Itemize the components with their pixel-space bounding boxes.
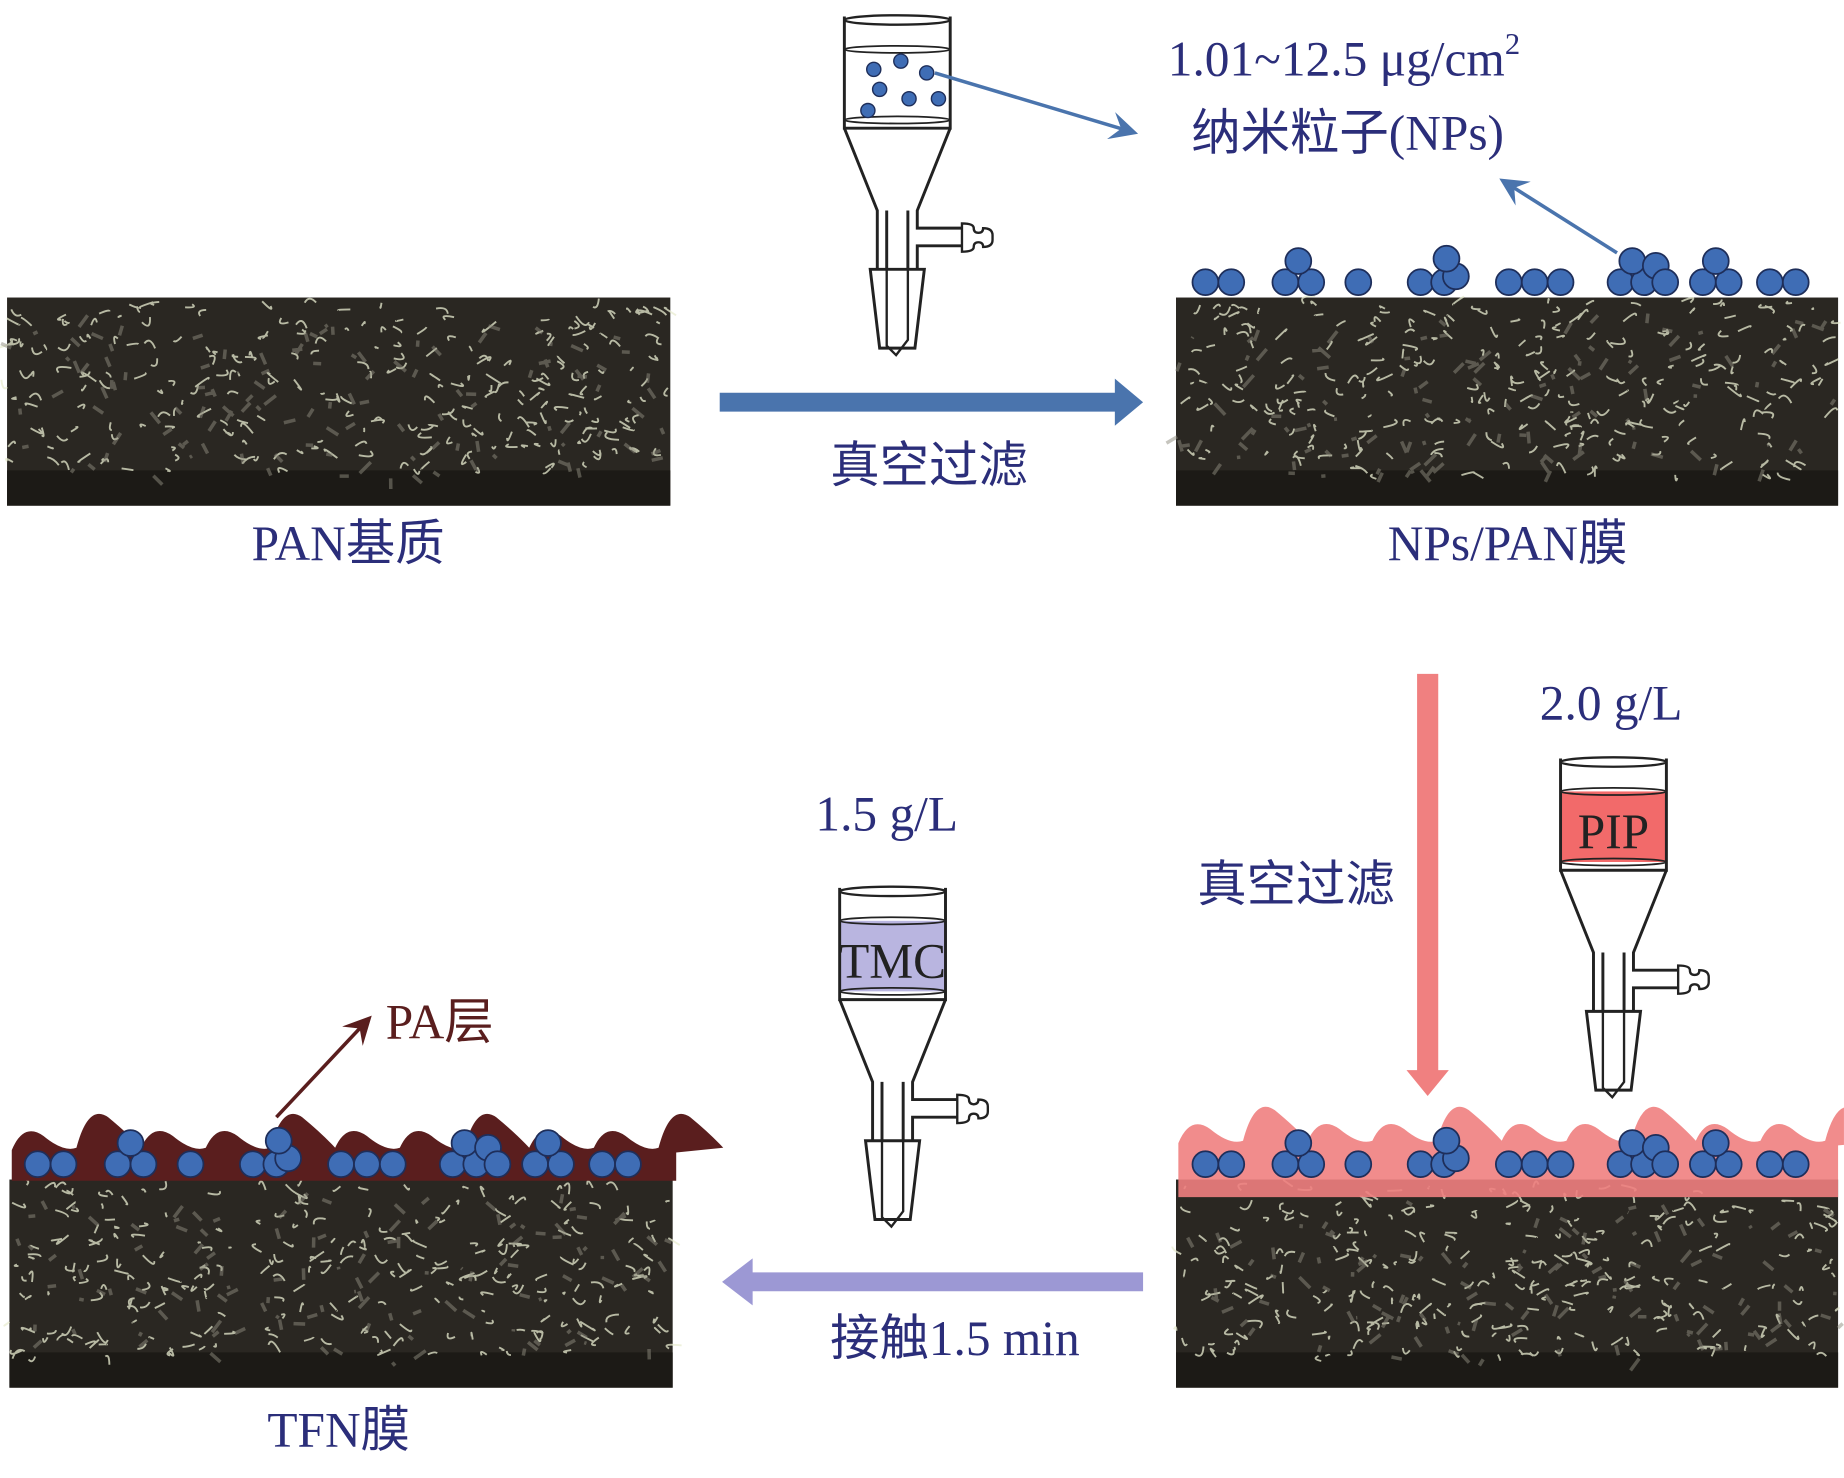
nanoparticle [378,1150,407,1179]
arrow-vacuum-filtration-1 [719,378,1144,426]
nanoparticle [614,1150,642,1179]
nanoparticle [1297,1150,1326,1179]
label-step-vacuum-filtration-1: 真空过滤 [830,438,1028,493]
pointer-arrow-np-label [934,71,1139,140]
membrane-nps-pan [1165,295,1841,506]
funnel-pip-solution: PIP [1559,756,1710,1099]
funnel-np-suspension [842,14,994,357]
nanoparticles-pip-coated [1191,1126,1810,1179]
nanoparticle [1284,1129,1313,1157]
nanoparticle [1406,268,1435,297]
nanoparticle [871,81,888,98]
funnel-pip-solution-label: PIP [1578,804,1649,859]
nanoparticle [1781,268,1810,297]
nanoparticle [860,102,876,119]
label-pa-layer: PA层 [386,994,494,1049]
label-step-contact: 接触1.5 min [830,1311,1080,1366]
nanoparticles-tfn [23,1126,642,1179]
pointer-arrow-pa-layer [275,1015,372,1119]
nanoparticle [450,1129,479,1157]
nanoparticle [264,1126,293,1155]
nanoparticle [1432,1126,1461,1155]
nanoparticle [1284,247,1313,275]
nanoparticle [930,91,947,107]
label-tmc-concentration: 1.5 g/L [815,786,958,841]
membrane-pip-coated [1171,1179,1844,1388]
nanoparticle [1714,268,1743,297]
nanoparticle [918,65,935,81]
nanoparticle [1217,1150,1246,1179]
nanoparticle [588,1150,616,1179]
nanoparticle [1406,1150,1435,1179]
membrane-pan-substrate [0,297,677,506]
nanoparticle [1756,1150,1784,1179]
nanoparticle [893,53,909,69]
nanoparticle [353,1150,381,1179]
nanoparticle [1756,268,1784,297]
nanoparticle [1651,268,1680,297]
nanoparticle [1651,1150,1680,1179]
nanoparticle [239,1150,267,1179]
nanoparticle [23,1150,52,1179]
nanoparticle [1618,1129,1647,1157]
nanoparticle [1191,1150,1220,1179]
arrow-vacuum-filtration-2 [1406,673,1449,1097]
pointer-arrow-np-surface [1499,178,1618,255]
nanoparticle [483,1150,512,1179]
nanoparticle [901,91,917,107]
label-tfn-membrane: TFN膜 [267,1402,410,1457]
nanoparticles-nps-pan [1191,244,1810,297]
nanoparticle [1546,268,1575,297]
nanoparticle [547,1150,575,1179]
nanoparticle [1191,268,1220,297]
nanoparticle [1546,1150,1575,1179]
membrane-tfn [3,1176,682,1388]
nanoparticle [129,1150,158,1179]
nanoparticle [1494,1150,1523,1179]
nanoparticle [49,1150,78,1179]
nanoparticle [866,61,882,78]
nanoparticle [176,1150,205,1179]
funnel-tmc-solution: TMC [838,885,990,1229]
nanoparticle [1344,1150,1373,1179]
label-pan-substrate: PAN基质 [252,516,445,571]
label-nanoparticles: 纳米粒子(NPs) [1191,105,1504,160]
nanoparticle [1618,247,1647,275]
nanoparticle [1297,268,1326,297]
nanoparticle [1432,244,1461,273]
label-pip-concentration: 2.0 g/L [1540,676,1683,731]
label-step-vacuum-filtration-2: 真空过滤 [1197,857,1395,912]
nanoparticle [1520,268,1549,297]
nanoparticle [1701,247,1730,275]
nanoparticle [1781,1150,1810,1179]
nanoparticle [116,1129,145,1157]
nanoparticle [1714,1150,1743,1179]
nanoparticle [1217,268,1246,297]
nanoparticle [1520,1150,1549,1179]
nanoparticle [1344,268,1373,297]
nanoparticle [327,1150,355,1179]
nanoparticle [1701,1129,1730,1157]
arrow-contact [722,1258,1144,1306]
label-nps-pan-membrane: NPs/PAN膜 [1388,516,1628,571]
funnel-tmc-solution-label: TMC [839,933,946,988]
nanoparticle [1494,268,1523,297]
label-np-loading: 1.01~12.5 μg/cm2 [1168,27,1520,86]
nanoparticle [534,1129,562,1157]
